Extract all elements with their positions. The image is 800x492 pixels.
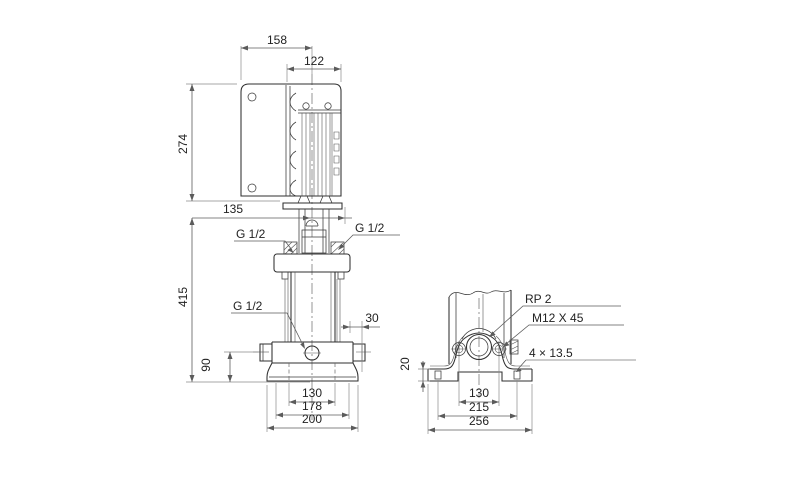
- label-bolt-spec: M12 X 45: [532, 311, 584, 325]
- label-port-thread: RP 2: [525, 292, 552, 306]
- coupling-lantern: [283, 209, 345, 255]
- front-view-dimensions: 158 122 274 135 415 G 1/2 G 1/2 G 1/2: [176, 33, 400, 432]
- dim-port-projection: 30: [365, 311, 379, 325]
- dim-bolt-spacing: 130: [469, 386, 489, 400]
- shaft-dome: [305, 219, 319, 227]
- set-screw: [509, 339, 519, 355]
- dim-foot-height: 20: [398, 357, 412, 371]
- base-view-dimensions: 20 RP 2 M12 X 45 4 × 13.5 130 215 256: [398, 292, 636, 434]
- mounting-bolt-right: [491, 341, 507, 357]
- motor: [240, 83, 343, 210]
- base-bolt-holes-hidden: [288, 363, 336, 381]
- motor-stool-feet: [297, 195, 333, 204]
- dim-motor-body-width: 122: [304, 54, 324, 68]
- cover-screw-bottom: [247, 183, 257, 193]
- vent-plug-right: [330, 241, 345, 255]
- suction-port: [253, 343, 272, 362]
- pipe-column: [448, 289, 512, 364]
- label-drain-plug: G 1/2: [233, 299, 263, 313]
- label-vent-plug-left: G 1/2: [236, 227, 266, 241]
- port-boss: [465, 333, 493, 361]
- pump-sleeve: [284, 272, 341, 342]
- dim-port-height: 90: [199, 358, 213, 372]
- motor-stool-plate: [282, 202, 343, 210]
- pump-side-view: [240, 74, 371, 420]
- dim-base-outer-width: 256: [469, 414, 489, 428]
- coupling-block: [301, 229, 327, 254]
- cover-clips: [289, 92, 297, 197]
- label-foot-holes: 4 × 13.5: [529, 346, 573, 360]
- base-casting: [427, 328, 533, 382]
- dim-pump-height: 415: [176, 287, 190, 307]
- pipe-break-line: [448, 289, 512, 298]
- dim-foot-hole-spacing: 215: [469, 400, 489, 414]
- staybolts: [284, 279, 341, 342]
- dim-base-width: 200: [302, 412, 322, 426]
- pump-base-view: [427, 289, 533, 398]
- dim-base-hole-spacing: 130: [302, 386, 322, 400]
- dim-motor-height: 274: [176, 134, 190, 154]
- label-vent-plug-right: G 1/2: [355, 221, 385, 235]
- motor-fins: [301, 113, 333, 196]
- dim-base-mid-width: 178: [302, 399, 322, 413]
- dim-motor-total-width: 158: [267, 33, 287, 47]
- dim-head-offset: 135: [223, 202, 243, 216]
- cover-screw-top: [247, 92, 257, 102]
- terminal-box-edge: [285, 85, 291, 196]
- mounting-bolt-left: [451, 341, 467, 357]
